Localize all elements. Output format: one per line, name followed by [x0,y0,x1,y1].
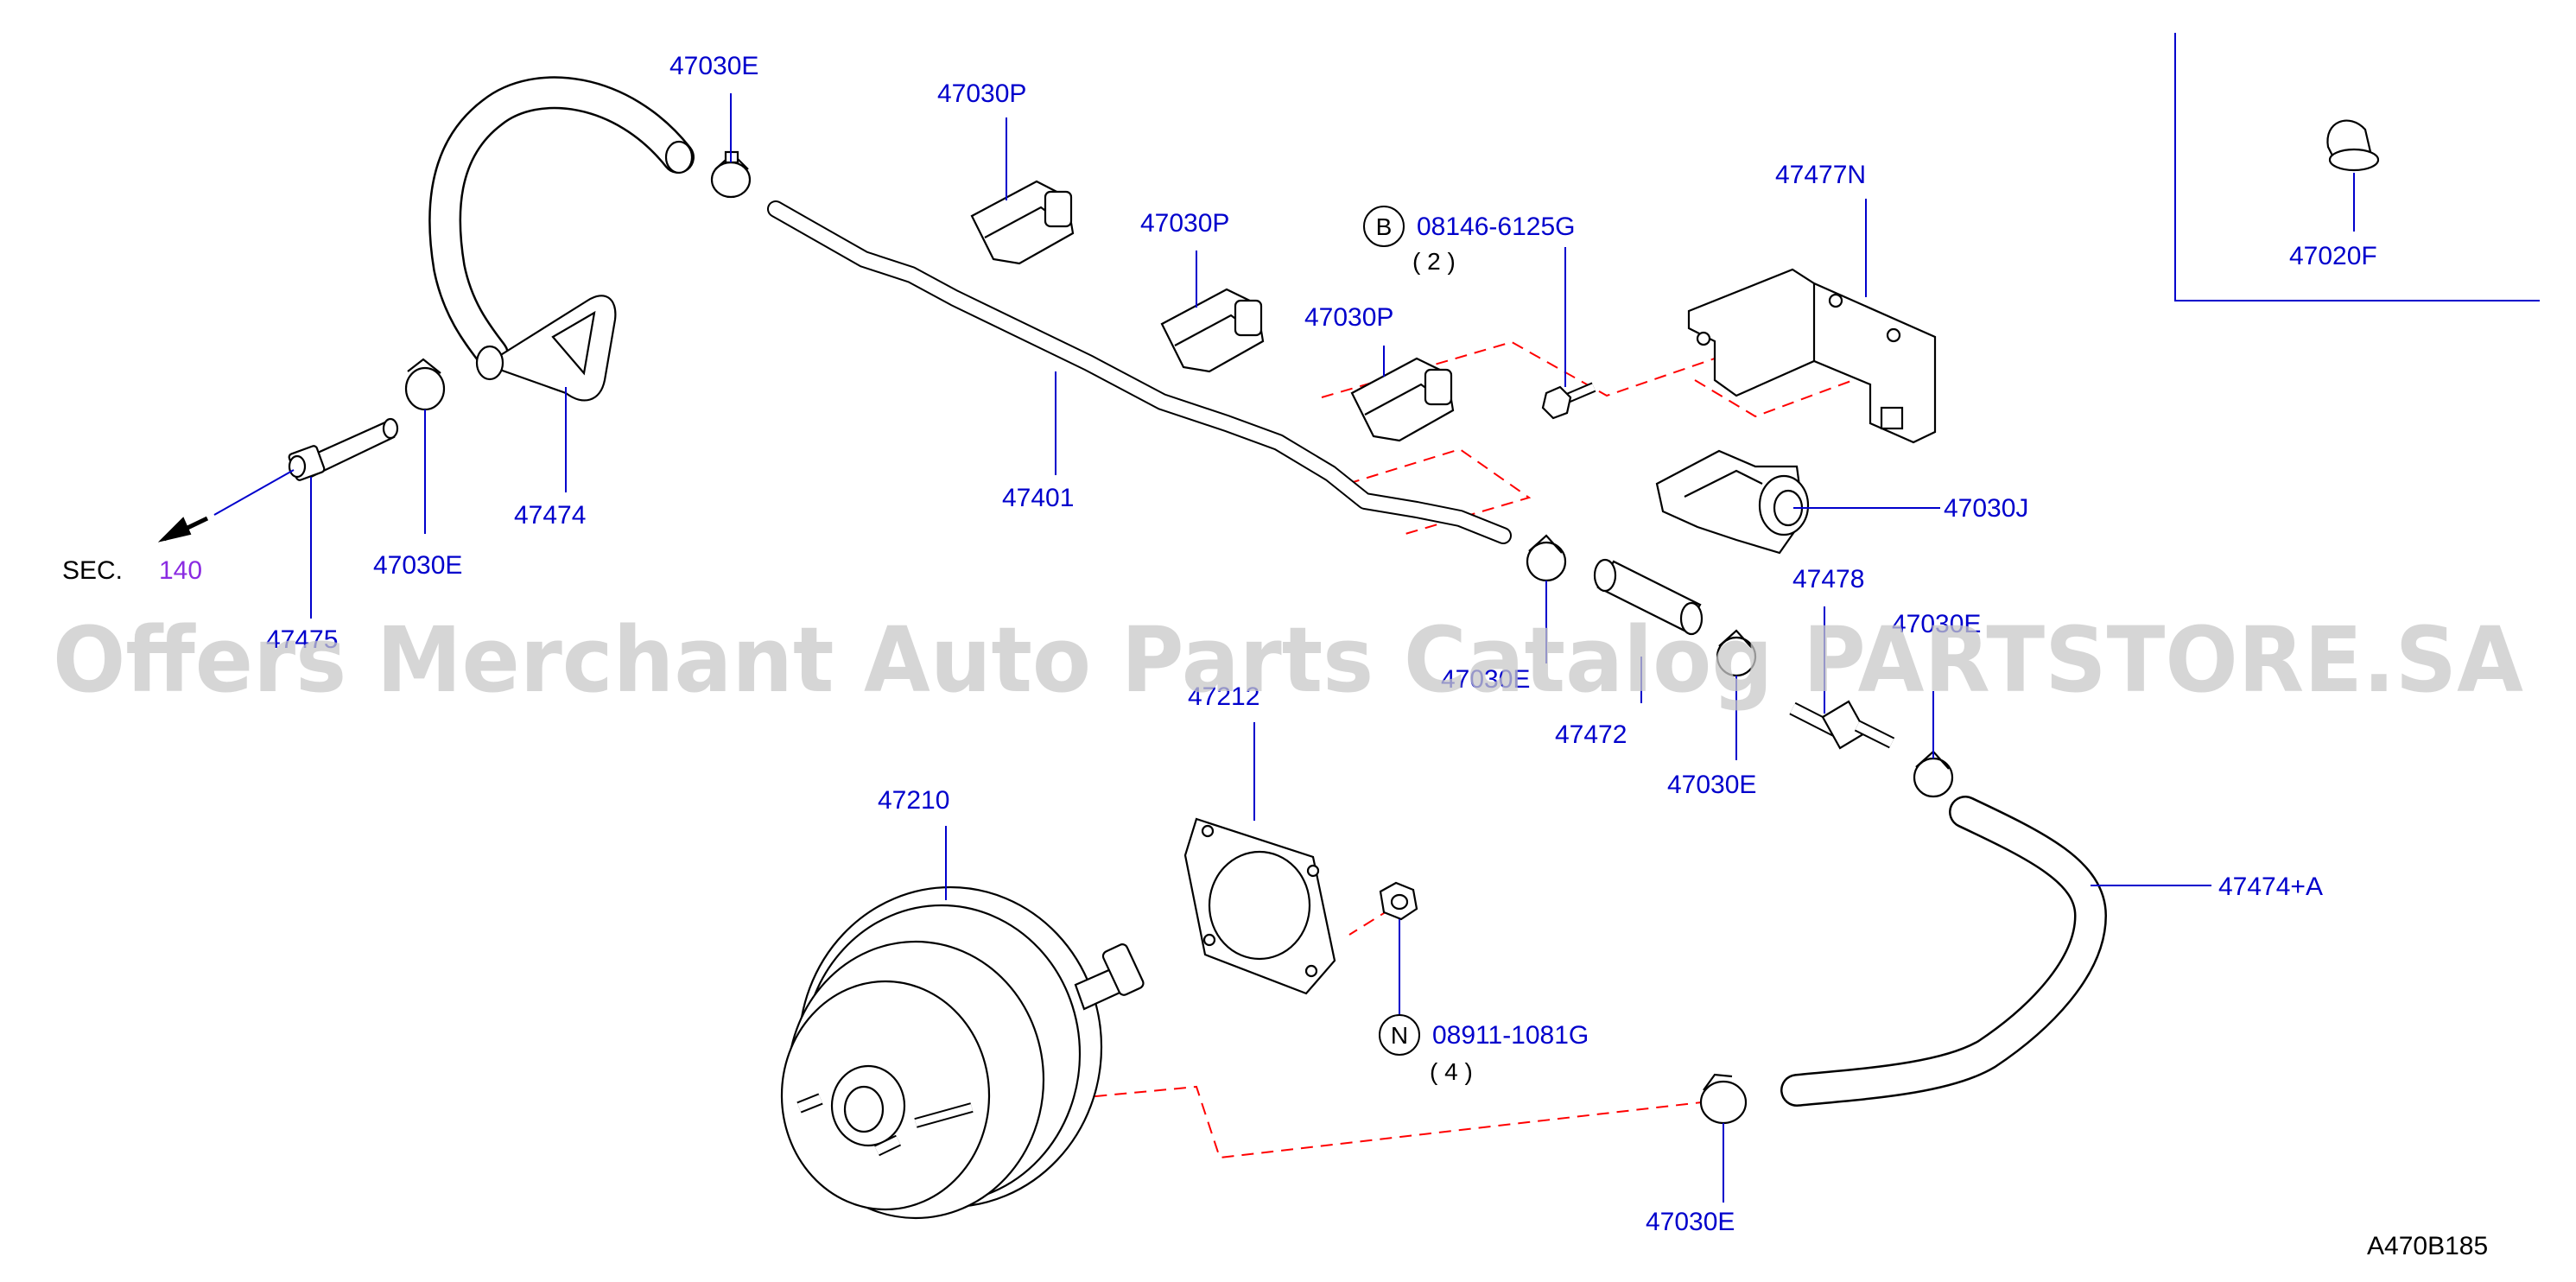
hose-47472[interactable] [1593,558,1704,636]
hose-47474-A[interactable] [1780,796,2108,1107]
gasket-47212[interactable] [1183,817,1336,995]
label-08146-6125G[interactable]: 08146-6125G [1417,213,1576,241]
label-47030P-a[interactable]: 47030P [937,79,1026,108]
label-47477N[interactable]: 47477N [1775,161,1866,189]
nut-08911-1081G[interactable] [1379,881,1418,921]
label-47478[interactable]: 47478 [1792,565,1864,593]
watermark-text: Offers Merchant Auto Parts Catalog PARTS… [53,607,2523,713]
clip-47030P-c[interactable] [1350,357,1455,442]
bracket-47477N[interactable] [1687,268,1937,444]
label-47472[interactable]: 47472 [1555,720,1627,749]
label-47030E-a[interactable]: 47030E [669,52,758,80]
diagram-code: A470B185 [2367,1232,2488,1260]
bolt-08146-6125G[interactable] [1541,382,1596,420]
label-47030P-c[interactable]: 47030P [1304,303,1393,332]
tube-47401[interactable] [767,200,1512,544]
leader-lines [213,93,2355,1203]
connector-47475[interactable] [288,417,399,481]
label-47212[interactable]: 47212 [1188,682,1259,711]
hose-clamp-47030E-f[interactable] [1699,1073,1748,1125]
section-prefix: SEC. [62,556,123,585]
label-08911-1081G[interactable]: 08911-1081G [1432,1021,1589,1050]
clip-47030P-a[interactable] [970,180,1075,265]
quantity-08911: ( 4 ) [1430,1058,1473,1085]
clip-47030P-b[interactable] [1160,288,1265,373]
marker-n-letter: N [1391,1022,1408,1049]
label-47030P-b[interactable]: 47030P [1140,209,1229,238]
grommet-47020F[interactable] [2326,119,2380,172]
label-47030E-f[interactable]: 47030E [1646,1208,1735,1236]
label-47030J[interactable]: 47030J [1944,494,2028,523]
quantity-08146: ( 2 ) [1412,248,1456,275]
label-47401[interactable]: 47401 [1002,484,1074,512]
label-47475[interactable]: 47475 [266,625,338,654]
check-valve-47478[interactable] [1789,700,1895,750]
section-arrow [157,516,209,543]
section-link-140[interactable]: 140 [159,556,202,585]
hose-47474[interactable] [428,76,695,402]
label-47474[interactable]: 47474 [514,501,586,530]
label-47030E-d[interactable]: 47030E [1667,771,1756,799]
label-47030E-b[interactable]: 47030E [373,551,462,580]
inset-frame [2174,33,2540,301]
hose-clamp-47030E-b[interactable] [404,358,446,411]
label-47020F[interactable]: 47020F [2289,242,2377,270]
label-47030E-c[interactable]: 47030E [1441,665,1530,694]
label-47474-A[interactable]: 47474+A [2218,873,2323,901]
label-47030E-e[interactable]: 47030E [1892,610,1981,638]
brake-booster-47210[interactable] [780,885,1145,1220]
label-47210[interactable]: 47210 [878,786,949,815]
marker-b-circle [1363,206,1405,247]
marker-b-letter: B [1376,213,1393,240]
clip-47030J[interactable] [1655,449,1810,555]
marker-n-circle [1379,1014,1420,1056]
hose-clamp-47030E-c[interactable] [1526,534,1567,582]
